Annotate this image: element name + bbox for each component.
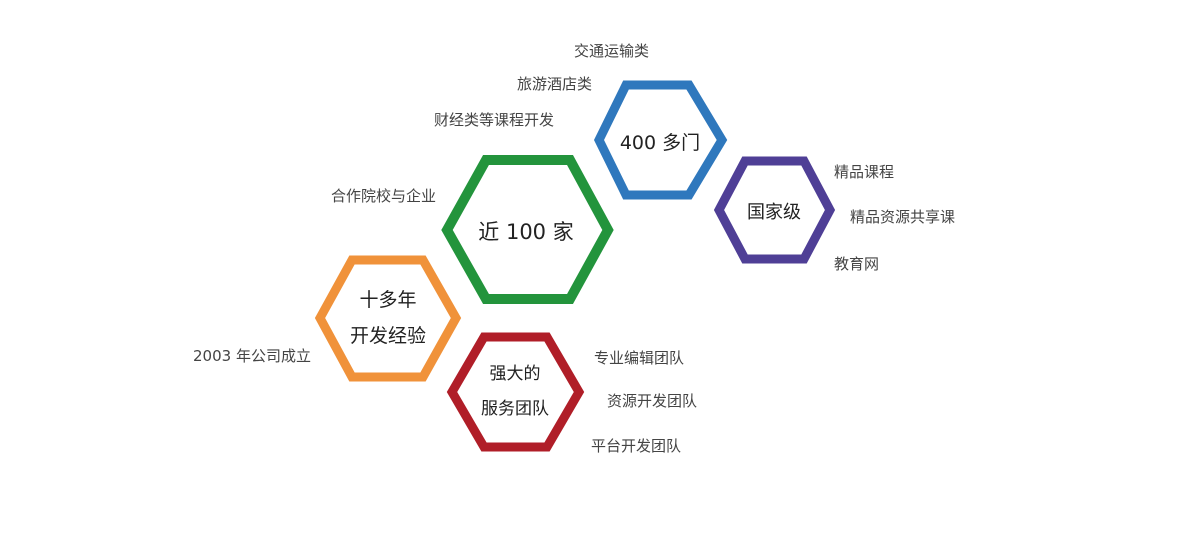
hexagon-courses: 400 多门: [593, 80, 728, 200]
hexagon-partners: 近 100 家: [441, 155, 614, 304]
hexagon-national-title: 国家级: [747, 202, 801, 223]
label-transport: 交通运输类: [574, 42, 649, 60]
label-resource-dev-team: 资源开发团队: [607, 392, 697, 410]
hexagon-partners-title: 近 100 家: [478, 220, 573, 244]
label-finance-courses: 财经类等课程开发: [434, 111, 554, 129]
hexagon-courses-shape: [593, 80, 728, 200]
hexagon-experience-shape: [314, 255, 462, 382]
label-shared-resource-courses: 精品资源共享课: [850, 208, 955, 226]
hexagon-experience-line-2: 开发经验: [350, 325, 426, 347]
hexagon-team-line-2: 服务团队: [481, 399, 549, 419]
hexagon-courses-title: 400 多门: [620, 132, 700, 154]
hexagon-experience: 十多年 开发经验: [314, 255, 462, 382]
hexagon-experience-line-1: 十多年: [359, 289, 416, 311]
label-platform-dev-team: 平台开发团队: [591, 437, 681, 455]
label-company-founded: 2003 年公司成立: [193, 347, 311, 365]
label-quality-courses: 精品课程: [834, 163, 894, 181]
hexagon-partners-shape: [441, 155, 614, 304]
hexagon-national-shape: [713, 156, 836, 264]
hexagon-team-line-1: 强大的: [490, 364, 541, 384]
label-education-network: 教育网: [834, 255, 879, 273]
label-tourism-hotel: 旅游酒店类: [517, 75, 592, 93]
label-partner-schools: 合作院校与企业: [331, 187, 436, 205]
hexagon-team-shape: [446, 332, 585, 452]
hexagon-team: 强大的 服务团队: [446, 332, 585, 452]
label-editorial-team: 专业编辑团队: [594, 349, 684, 367]
hexagon-national: 国家级: [713, 156, 836, 264]
